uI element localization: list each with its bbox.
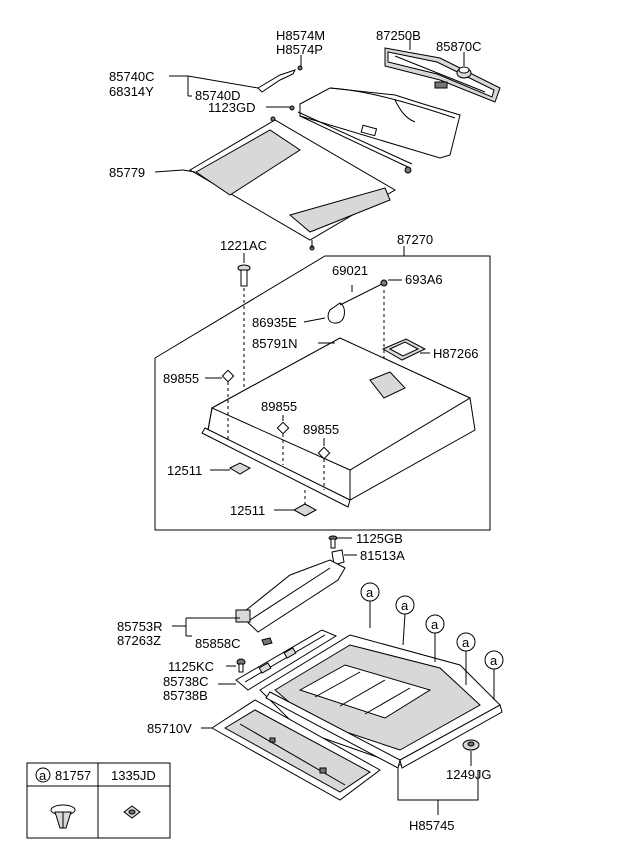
label-12511-b: 12511 <box>230 503 265 518</box>
label-85740C: 85740C <box>109 69 155 84</box>
label-1221AC: 1221AC <box>220 238 267 253</box>
bracket-85740D <box>257 65 303 111</box>
label-1125GB: 1125GB <box>356 531 403 546</box>
label-H8574P: H8574P <box>276 42 323 57</box>
tonneau-cover-housing <box>384 47 501 103</box>
side-trim-85753R <box>235 559 346 633</box>
pad-89855-a <box>221 369 235 383</box>
label-85710V: 85710V <box>147 721 192 736</box>
floor-board-85791N <box>201 337 476 508</box>
callout-a-2 <box>395 595 415 646</box>
label-85740D: 85740D <box>195 88 241 103</box>
cargo-net-85779 <box>182 116 396 251</box>
legend-code-81757: 81757 <box>55 768 91 783</box>
floor-panel-85710V <box>211 699 381 801</box>
label-86935E: 86935E <box>252 315 297 330</box>
clip-85870C <box>456 66 472 79</box>
callout-a-letter-1: a <box>366 585 374 600</box>
label-1249JG: 1249JG <box>446 767 492 782</box>
callout-a-letter-4: a <box>462 635 470 650</box>
label-85738C: 85738C <box>163 674 209 689</box>
label-81513A: 81513A <box>360 548 405 563</box>
label-87270: 87270 <box>397 232 433 247</box>
label-89855-b: 89855 <box>261 399 297 414</box>
hook-86935E <box>327 279 388 324</box>
callout-a-1 <box>360 582 380 628</box>
handle-H87266 <box>381 338 427 361</box>
legend-clip-icon <box>50 804 76 829</box>
label-69021: 69021 <box>332 263 368 278</box>
callout-a-letter-2: a <box>401 598 409 613</box>
bracket-81513A <box>331 549 345 566</box>
label-85753R: 85753R <box>117 619 163 634</box>
grommet-1249JG <box>462 739 480 751</box>
label-H87266: H87266 <box>433 346 479 361</box>
legend-code-1335JD: 1335JD <box>111 768 156 783</box>
label-68314Y: 68314Y <box>109 84 154 99</box>
callout-a-letter-3: a <box>431 617 439 632</box>
assembly-box-87270 <box>154 255 491 531</box>
label-H8574M: H8574M <box>276 28 325 43</box>
label-12511-a: 12511 <box>167 463 202 478</box>
bolt-1125GB <box>328 535 338 549</box>
label-85738B: 85738B <box>163 688 208 703</box>
clip-12511-b <box>292 503 318 517</box>
label-693A6: 693A6 <box>405 272 443 287</box>
pad-89855-b <box>276 421 290 435</box>
callout-a-4 <box>456 632 476 685</box>
legend-letter-a: a <box>39 768 47 783</box>
clip-12511-a <box>228 462 252 475</box>
pad-89855-c <box>317 446 331 460</box>
leader-86935E <box>303 317 326 323</box>
label-87263Z: 87263Z <box>117 633 161 648</box>
screw-1125KC <box>236 658 246 673</box>
label-85791N: 85791N <box>252 336 298 351</box>
leader-85779 <box>154 169 184 173</box>
callout-a-5 <box>484 650 504 700</box>
label-H85745: H85745 <box>409 818 455 833</box>
part-85858C <box>261 637 273 646</box>
legend-nut-icon <box>123 805 141 819</box>
label-89855-a: 89855 <box>163 371 199 386</box>
rail-85738B <box>235 629 338 691</box>
bolt-1221AC <box>237 264 251 287</box>
label-85858C: 85858C <box>195 636 241 651</box>
callout-a-3 <box>425 614 445 662</box>
label-1123GD: 1123GD <box>208 100 255 115</box>
tray-H85745 <box>259 634 503 769</box>
leader-85740C-2 <box>187 75 259 89</box>
label-85779: 85779 <box>109 165 145 180</box>
cargo-screen-shade <box>297 87 461 174</box>
label-87250B: 87250B <box>376 28 421 43</box>
legend-table <box>26 762 171 839</box>
label-1125KC: 1125KC <box>168 659 214 674</box>
label-85870C: 85870C <box>436 39 482 54</box>
callout-a-letter-5: a <box>490 653 498 668</box>
label-89855-c: 89855 <box>303 422 339 437</box>
